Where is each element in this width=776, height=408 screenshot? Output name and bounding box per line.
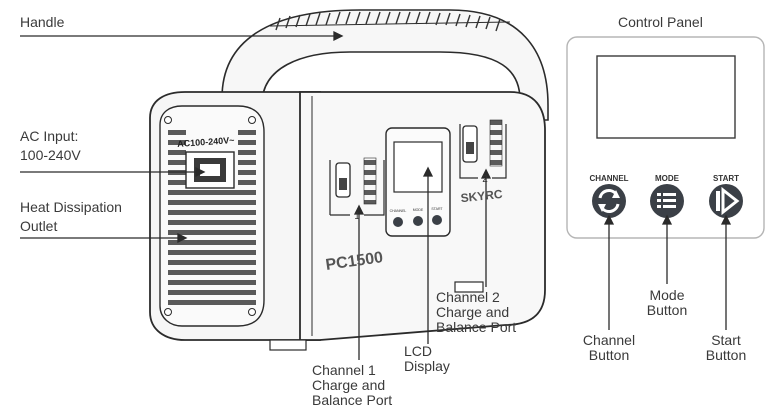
channel-button-icon xyxy=(592,184,626,218)
mini-mode-label: MODE xyxy=(413,208,424,212)
label-start-btn-2: Button xyxy=(705,347,747,363)
port1-number: 1 xyxy=(354,211,360,222)
label-channel2-2: Charge and xyxy=(436,304,510,320)
port2-number: 2 xyxy=(482,174,488,185)
label-heat-2: Outlet xyxy=(20,218,58,234)
mini-channel-label: CHANNEL xyxy=(390,209,407,213)
label-channel-btn-1: Channel xyxy=(582,332,636,348)
panel-channel-caption: CHANNEL xyxy=(589,174,628,183)
label-mode-btn-2: Button xyxy=(646,302,688,318)
mini-start-label: START xyxy=(431,207,443,211)
brand-text: SKYRC xyxy=(460,187,504,205)
panel-start-caption: START xyxy=(713,174,739,183)
label-mode-btn-1: Mode xyxy=(649,287,685,303)
label-channel1-2: Charge and xyxy=(312,377,386,393)
ac-marking: AC100-240V~ xyxy=(177,135,235,149)
panel-mode-caption: MODE xyxy=(655,174,680,183)
control-panel xyxy=(566,36,765,239)
label-channel1-1: Channel 1 xyxy=(312,362,376,378)
front-panel xyxy=(329,119,507,237)
label-channel-btn-2: Button xyxy=(588,347,630,363)
label-start-btn-1: Start xyxy=(711,332,741,348)
label-ac-input-1: AC Input: xyxy=(20,128,79,144)
leader-lines xyxy=(20,30,732,360)
label-channel1-3: Balance Port xyxy=(312,392,393,408)
handle xyxy=(221,9,549,131)
label-control-panel: Control Panel xyxy=(618,14,703,30)
label-channel2-3: Balance Port xyxy=(436,319,517,335)
label-ac-input-2: 100-240V xyxy=(20,147,81,163)
label-channel2-1: Channel 2 xyxy=(436,289,500,305)
rear-panel xyxy=(159,105,265,327)
label-handle: Handle xyxy=(20,14,65,30)
label-heat-1: Heat Dissipation xyxy=(20,199,122,215)
label-lcd-1: LCD xyxy=(404,343,433,359)
label-lcd-2: Display xyxy=(404,358,450,374)
